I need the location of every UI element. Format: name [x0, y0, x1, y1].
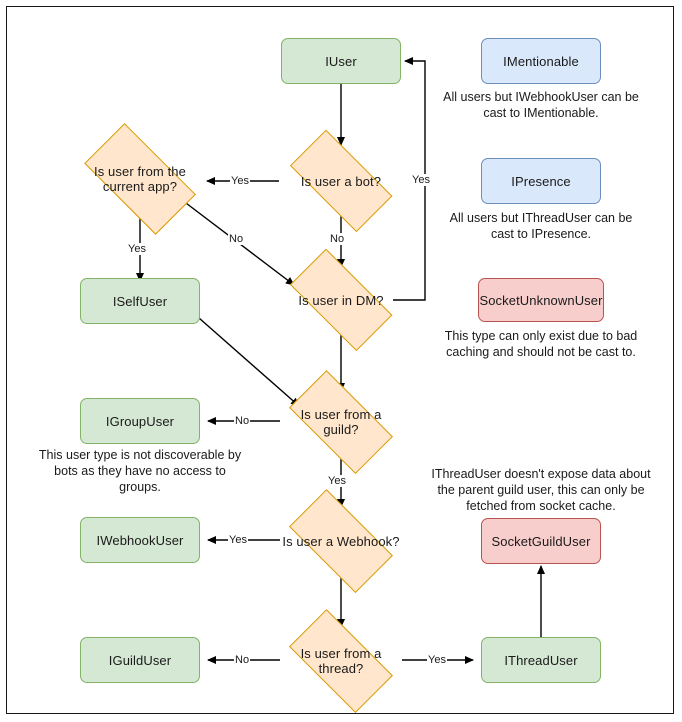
node-is-user-a-webhook[interactable]: Is user a Webhook?: [276, 489, 406, 593]
node-iwebhookuser[interactable]: IWebhookUser: [80, 517, 200, 563]
edge-label-isdm-yes: Yes: [411, 174, 431, 186]
node-imentionable-label: IMentionable: [503, 53, 579, 69]
note-socketunknownuser: This type can only exist due to bad cach…: [444, 329, 638, 359]
node-iguilduser-label: IGuildUser: [108, 652, 172, 668]
edge-label-isbot-no: No: [329, 233, 346, 245]
node-iguilduser[interactable]: IGuildUser: [80, 637, 200, 683]
node-is-user-in-dm[interactable]: Is user in DM?: [276, 248, 406, 352]
node-iselfuser[interactable]: ISelfUser: [80, 278, 200, 324]
edge-label-isguild-yes: Yes: [327, 475, 347, 487]
node-is-user-from-thread-label: Is user from a thread?: [300, 646, 382, 676]
edge-label-isguild-no: No: [234, 415, 251, 427]
node-igroupuser-label: IGroupUser: [105, 413, 175, 429]
node-iuser[interactable]: IUser: [281, 38, 401, 84]
node-socketguilduser-label: SocketGuildUser: [491, 533, 591, 549]
node-socketguilduser[interactable]: SocketGuildUser: [481, 518, 601, 564]
node-is-user-from-current-app-label: Is user from the current app?: [94, 164, 186, 194]
node-is-user-a-bot-label: Is user a bot?: [300, 173, 382, 189]
edge-label-iswebhook-yes: Yes: [228, 534, 248, 546]
note-imentionable: All users but IWebhookUser can be cast t…: [443, 90, 639, 120]
node-socketunknownuser[interactable]: SocketUnknownUser: [478, 278, 604, 322]
node-ipresence-label: IPresence: [511, 173, 571, 189]
node-ipresence[interactable]: IPresence: [481, 158, 601, 204]
node-is-user-from-thread[interactable]: Is user from a thread?: [276, 609, 406, 713]
node-iuser-label: IUser: [325, 53, 357, 69]
node-is-user-from-current-app[interactable]: Is user from the current app?: [70, 123, 210, 235]
node-imentionable[interactable]: IMentionable: [481, 38, 601, 84]
node-igroupuser[interactable]: IGroupUser: [80, 398, 200, 444]
node-is-user-in-dm-label: Is user in DM?: [298, 292, 384, 308]
node-iselfuser-label: ISelfUser: [112, 293, 168, 309]
edge-label-isbot-yes: Yes: [230, 175, 250, 187]
node-is-user-a-webhook-label: Is user a Webhook?: [282, 533, 400, 549]
edge-label-iscurrentapp-no: No: [228, 233, 245, 245]
node-is-user-from-guild-label: Is user from a guild?: [300, 407, 382, 437]
node-ithreaduser-label: IThreadUser: [504, 652, 578, 668]
node-is-user-a-bot[interactable]: Is user a bot?: [276, 129, 406, 233]
node-ithreaduser[interactable]: IThreadUser: [481, 637, 601, 683]
diagram-canvas: [6, 6, 674, 714]
node-iwebhookuser-label: IWebhookUser: [96, 532, 184, 548]
note-ipresence: All users but IThreadUser can be cast to…: [449, 211, 633, 241]
edge-label-isthread-yes: Yes: [427, 654, 447, 666]
note-ithreaduser: IThreadUser doesn't expose data about th…: [431, 467, 651, 513]
edge-label-isthread-no: No: [234, 654, 251, 666]
note-igroupuser: This user type is not discoverable by bo…: [38, 448, 242, 494]
edge-label-iscurrentapp-yes: Yes: [127, 243, 147, 255]
node-socketunknownuser-label: SocketUnknownUser: [479, 292, 603, 308]
node-is-user-from-guild[interactable]: Is user from a guild?: [276, 370, 406, 474]
